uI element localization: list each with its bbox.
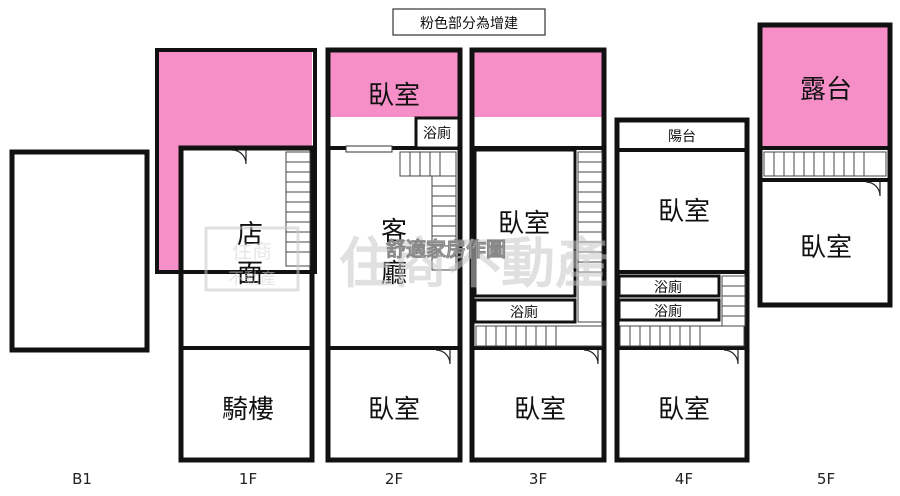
addition-note: 粉色部分為增建: [420, 15, 518, 32]
f4-bath2: 浴廁: [654, 303, 682, 320]
f1-door: [231, 149, 247, 165]
f2-addition: [329, 52, 459, 117]
f3-stairs: [475, 151, 603, 347]
f3-bath: 浴廁: [510, 304, 538, 321]
floor-label-3f: 3F: [529, 470, 547, 488]
f4-door: [723, 349, 739, 365]
f4-bath1-box: [617, 274, 721, 298]
note-box: [392, 8, 546, 36]
f4-outline: [614, 117, 750, 463]
f4-bedroom-top: 臥室: [658, 197, 710, 227]
watermark-overlay: 舒適家房作圖: [386, 237, 506, 261]
floor-1f: 店 面 騎樓: [155, 48, 317, 463]
f4-stairs: [619, 275, 746, 347]
f4-balcony: 陽台: [668, 129, 696, 145]
f4-bedroom: 臥室: [658, 395, 710, 425]
f2-living-top: 客: [381, 217, 407, 247]
f1-arcade: 騎樓: [222, 395, 274, 425]
f3-outline: [469, 47, 607, 463]
f2-stairs: [399, 151, 457, 271]
watermark-group: 住商 不動產 住商不動產: [204, 226, 609, 295]
f1-shop-top: 店: [237, 220, 263, 250]
f1-side-addition: [157, 52, 182, 272]
floor-label-5f: 5F: [817, 470, 835, 488]
f3-bedroom-box: [473, 148, 577, 298]
watermark-brand: 住商不動產: [339, 232, 609, 295]
floor-3f: 臥室 浴廁 臥室: [469, 47, 607, 463]
floor-4f: 陽台 臥室 浴廁 浴廁 臥室: [614, 117, 750, 463]
floor-2f: 臥室 浴廁 客 廳 臥室: [325, 47, 463, 463]
floor-label-1f: 1F: [239, 470, 257, 488]
f2-door: [435, 349, 451, 365]
f5-bedroom: 臥室: [800, 233, 852, 263]
f1-stairs: [285, 151, 311, 267]
f3-bedroom-top: 臥室: [498, 209, 550, 239]
f1-addition-outline: [155, 48, 317, 274]
f5-terrace-fill: [762, 27, 888, 148]
f2-bath: 浴廁: [423, 125, 451, 142]
f5-outline: [757, 22, 893, 308]
f2-bedroom: 臥室: [368, 395, 420, 425]
watermark-stamp-bottom: 不動產: [228, 269, 276, 288]
floor-b1: [9, 149, 150, 353]
f3-bedroom: 臥室: [514, 395, 566, 425]
f4-bath1: 浴廁: [654, 279, 682, 296]
f2-window: [345, 145, 393, 153]
f2-living-bottom: 廳: [381, 259, 407, 289]
f2-bath-box: [414, 116, 461, 150]
f2-pink-bedroom: 臥室: [368, 81, 420, 111]
watermark-stamp-top: 住商: [232, 239, 272, 263]
floor-label-b1: B1: [72, 470, 92, 488]
f1-outline: [178, 145, 315, 463]
f3-door: [583, 349, 599, 365]
f1-shop-bottom: 面: [237, 259, 263, 289]
f1-top-addition: [182, 52, 312, 148]
floor-label-2f: 2F: [385, 470, 403, 488]
f3-bath-box: [473, 298, 577, 324]
floor-label-4f: 4F: [675, 470, 693, 488]
f4-bath2-box: [617, 298, 721, 322]
floor-5f: 露台 臥室: [757, 22, 893, 308]
f5-door: [865, 181, 881, 197]
f5-stairs: [763, 151, 887, 177]
f5-terrace: 露台: [800, 75, 852, 105]
f3-addition: [474, 52, 602, 117]
watermark-stamp: [204, 226, 300, 292]
b1-outline: [9, 149, 150, 353]
f2-outline: [325, 47, 463, 463]
